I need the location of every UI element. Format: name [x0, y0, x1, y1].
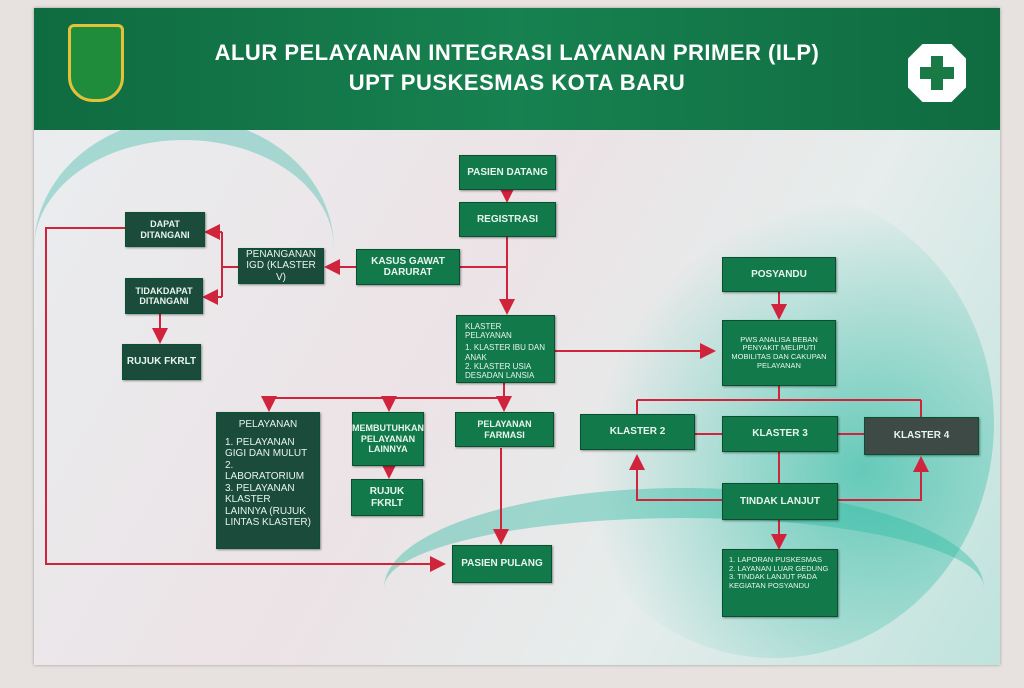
klaster-pelayanan-title: KLASTER PELAYANAN — [465, 322, 512, 341]
node-kasus-gawat-darurat: KASUS GAWAT DARURAT — [356, 249, 460, 285]
node-klaster-2: KLASTER 2 — [580, 414, 695, 450]
node-rujuk-fkrlt-igd: RUJUK FKRLT — [122, 344, 201, 380]
title-line-2: UPT PUSKESMAS KOTA BARU — [348, 70, 686, 95]
node-registrasi: REGISTRASI — [459, 202, 556, 237]
node-pasien-datang: PASIEN DATANG — [459, 155, 556, 190]
laporan-item: 3. TINDAK LANJUT PADA KEGIATAN POSYANDU — [729, 572, 817, 590]
node-membutuhkan-pelayanan-lainnya: MEMBUTUHKAN PELAYANAN LAINNYA — [352, 412, 424, 466]
node-klaster-4: KLASTER 4 — [864, 417, 979, 455]
laporan-item: 1. LAPORAN PUSKESMAS — [729, 555, 822, 564]
node-pelayanan: PELAYANAN 1. PELAYANAN GIGI DAN MULUT 2.… — [216, 412, 320, 549]
node-tindak-lanjut: TINDAK LANJUT — [722, 483, 838, 520]
pelayanan-item: 2. LABORATORIUM — [225, 459, 305, 483]
puskesmas-logo-icon — [908, 44, 966, 102]
header: ALUR PELAYANAN INTEGRASI LAYANAN PRIMER … — [34, 8, 1000, 130]
pelayanan-item: 3. PELAYANAN KLASTER LAINNYA (RUJUK LINT… — [225, 482, 311, 529]
klaster-pelayanan-item: 2. KLASTER USIA DESADAN LANSIA — [465, 361, 535, 380]
pelayanan-item: 1. PELAYANAN GIGI DAN MULUT — [225, 436, 308, 460]
node-tidak-dapat-ditangani: TIDAKDAPAT DITANGANI — [125, 278, 203, 314]
flow-connectors — [45, 187, 929, 572]
node-rujuk-fkrlt: RUJUK FKRLT — [351, 479, 423, 516]
node-pws-analisa: PWS ANALISA BEBAN PENYAKIT MELIPUTI MOBI… — [722, 320, 836, 386]
node-posyandu: POSYANDU — [722, 257, 836, 292]
node-dapat-ditangani: DAPAT DITANGANI — [125, 212, 205, 247]
laporan-item: 2. LAYANAN LUAR GEDUNG — [729, 563, 829, 573]
node-klaster-3: KLASTER 3 — [722, 416, 838, 452]
node-laporan: 1. LAPORAN PUSKESMAS 2. LAYANAN LUAR GED… — [722, 549, 838, 617]
node-pelayanan-farmasi: PELAYANAN FARMASI — [455, 412, 554, 447]
node-penanganan-igd: PENANGANAN IGD (KLASTER V) — [238, 248, 324, 284]
klaster-pelayanan-item: 1. KLASTER IBU DAN ANAK — [465, 343, 546, 362]
node-klaster-pelayanan: KLASTER PELAYANAN 1. KLASTER IBU DAN ANA… — [456, 315, 555, 383]
regional-emblem-icon — [68, 24, 124, 102]
title-line-1: ALUR PELAYANAN INTEGRASI LAYANAN PRIMER … — [214, 40, 820, 65]
ilp-flow-banner: ALUR PELAYANAN INTEGRASI LAYANAN PRIMER … — [34, 8, 1000, 665]
pelayanan-title: PELAYANAN — [238, 419, 298, 430]
node-pasien-pulang: PASIEN PULANG — [452, 545, 552, 583]
